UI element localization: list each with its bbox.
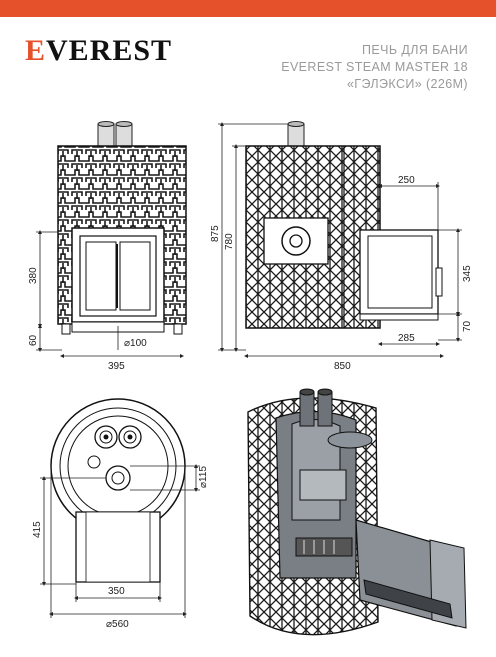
- cutaway-grate: [295, 537, 353, 557]
- dim-side-tunnel-offset: 70: [462, 320, 473, 332]
- dim-side-total-height: 875: [210, 225, 221, 242]
- brand-logo: EVEREST: [25, 34, 172, 68]
- side-chimney-pipe: [287, 123, 305, 147]
- dim-front-width: 395: [108, 361, 125, 372]
- top-view: 415 ⌀115 350 ⌀560: [32, 398, 209, 630]
- side-center-medallion: [263, 217, 329, 265]
- dim-side-tunnel-height: 345: [462, 265, 473, 282]
- flame-letter-icon: E: [25, 34, 47, 67]
- dim-top-depth: 415: [32, 521, 43, 538]
- title-line-3: «ГЭЛЭКСИ» (226М): [346, 77, 468, 91]
- dim-top-tunnel-width: 350: [108, 586, 125, 597]
- brand-logo-text: VEREST: [46, 34, 173, 67]
- dim-front-flue: ⌀100: [124, 338, 147, 349]
- dim-side-total-depth: 850: [334, 361, 351, 372]
- front-chimney-pipes: [97, 121, 133, 147]
- front-view: 380 60 395 ⌀100: [28, 121, 187, 372]
- title-line-2: EVEREST STEAM MASTER 18: [281, 60, 468, 74]
- top-accent-bar: [0, 0, 496, 17]
- cutaway-3d-view: [247, 388, 467, 636]
- dim-front-height: 380: [28, 267, 39, 284]
- dim-side-body-height: 780: [224, 233, 235, 250]
- front-fire-door: [71, 227, 165, 323]
- dim-top-diameter: ⌀560: [106, 619, 129, 630]
- dim-side-tunnel-length: 250: [398, 175, 415, 186]
- product-title: ПЕЧЬ ДЛЯ БАНИ EVEREST STEAM MASTER 18 «Г…: [281, 42, 468, 93]
- title-line-1: ПЕЧЬ ДЛЯ БАНИ: [362, 43, 468, 57]
- top-chimney-outlets: [94, 425, 142, 449]
- dim-top-ash-hole: ⌀115: [198, 466, 209, 488]
- side-view: 875 780 250 345 70 285 850: [210, 121, 473, 372]
- dim-front-legs: 60: [28, 334, 39, 346]
- dim-side-tunnel-depth: 285: [398, 333, 415, 344]
- front-legs: [61, 323, 183, 335]
- cutaway-chimney-pipes: [299, 388, 333, 427]
- side-fire-tunnel: [359, 229, 443, 321]
